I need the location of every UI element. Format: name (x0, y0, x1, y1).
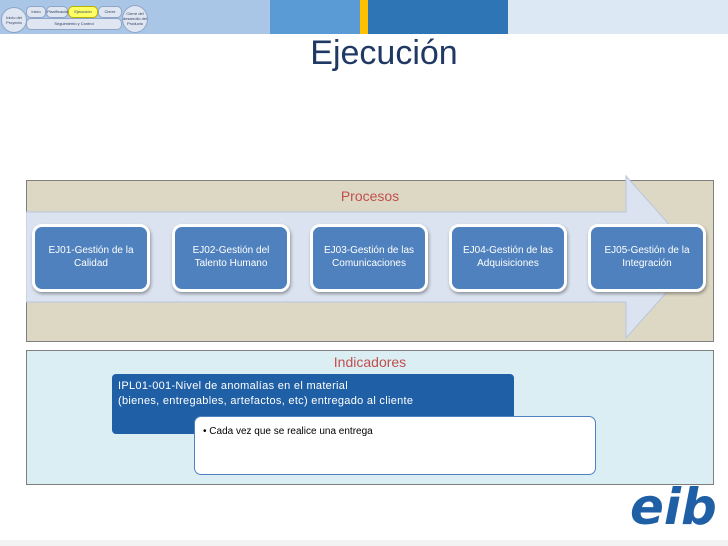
process-box-ej05[interactable]: EJ05-Gestión de la Integración (588, 224, 706, 292)
indicadores-label: Indicadores (333, 354, 407, 370)
indicator-detail-box: • Cada vez que se realice una entrega (194, 416, 596, 475)
process-box-label: EJ02-Gestión del Talento Humano (192, 245, 270, 269)
nav-step-label: Cierre (104, 9, 116, 14)
nav-step: Planificación (46, 6, 70, 18)
nav-end: Cierre del desarrollo del Producto (122, 5, 148, 33)
nav-monitor: Seguimiento y Control (26, 18, 122, 30)
process-box-label: EJ03-Gestión de las Comunicaciones (323, 245, 415, 269)
nav-step-label: Ejecución (74, 9, 92, 14)
nav-step-current: Ejecución (68, 6, 98, 18)
process-box-label: EJ04-Gestión de las Adquisiciones (462, 245, 554, 269)
band-segment (270, 0, 360, 34)
process-box-label: EJ01-Gestión de la Calidad (48, 245, 134, 269)
nav-monitor-label: Seguimiento y Control (54, 21, 94, 26)
nav-start: Inicio del Proyecto (1, 7, 27, 33)
process-box-label: EJ05-Gestión de la Integración (604, 245, 690, 269)
process-box-ej04[interactable]: EJ04-Gestión de las Adquisiciones (449, 224, 567, 292)
nav-step: Cierre (98, 6, 122, 18)
nav-start-label: Inicio del Proyecto (6, 15, 22, 25)
nav-end-label: Cierre del desarrollo del Producto (123, 11, 148, 26)
eib-logo-icon: eib (630, 478, 716, 532)
process-box-ej01[interactable]: EJ01-Gestión de la Calidad (32, 224, 150, 292)
process-box-ej03[interactable]: EJ03-Gestión de las Comunicaciones (310, 224, 428, 292)
procesos-label: Procesos (340, 188, 400, 204)
nav-step-label: Inicio (31, 9, 41, 14)
logo-text: eib (630, 478, 716, 532)
process-box-ej02[interactable]: EJ02-Gestión del Talento Humano (172, 224, 290, 292)
band-segment (508, 0, 728, 34)
footer-line (0, 540, 728, 546)
nav-step-label: Planificación (47, 9, 70, 14)
nav-step: Inicio (26, 6, 46, 18)
band-segment (368, 0, 508, 34)
process-navigator: Inicio del Proyecto Inicio Planificación… (0, 0, 150, 34)
page-title: Ejecución (310, 34, 458, 72)
indicator-subtitle: (bienes, entregables, artefactos, etc) e… (118, 395, 414, 407)
band-segment (360, 0, 368, 34)
indicator-title: IPL01-001-Nivel de anomalías en el mater… (118, 380, 348, 392)
indicator-bullet: • Cada vez que se realice una entrega (203, 426, 373, 437)
